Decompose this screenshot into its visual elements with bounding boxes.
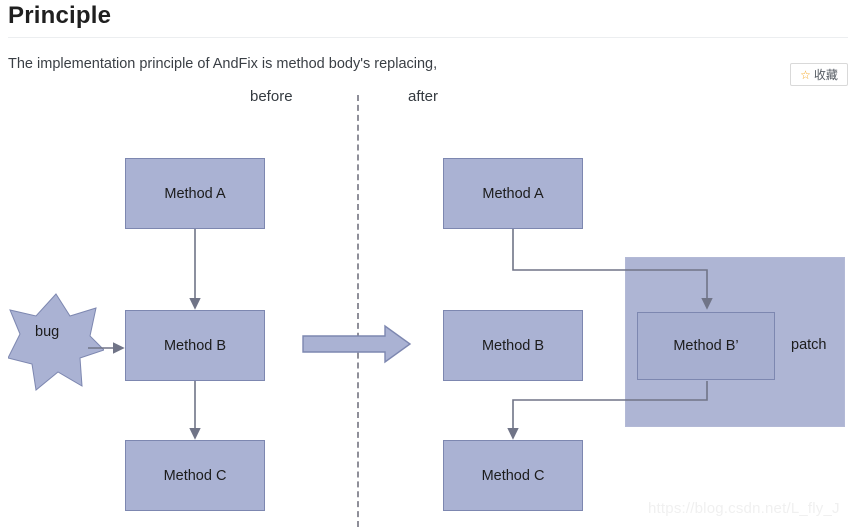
page-title: Principle: [8, 2, 112, 29]
watermark: https://blog.csdn.net/L_fly_J: [648, 500, 840, 517]
before-method-b-box: Method B: [125, 310, 265, 381]
before-method-a-box: Method A: [125, 158, 265, 229]
before-method-c-box: Method C: [125, 440, 265, 511]
after-method-b-prime-box: Method B’: [637, 312, 775, 380]
intro-paragraph: The implementation principle of AndFix i…: [8, 56, 438, 72]
after-label: after: [408, 88, 439, 105]
patch-label: patch: [791, 337, 827, 353]
bug-star-icon: [8, 293, 104, 391]
favorite-button-label: 收藏: [813, 67, 838, 82]
before-label: before: [250, 88, 293, 105]
after-method-b-box: Method B: [443, 310, 583, 381]
before-after-divider: [357, 95, 359, 527]
after-method-a-box: Method A: [443, 158, 583, 229]
bug-label: bug: [35, 324, 60, 340]
star-icon: ☆: [800, 67, 811, 82]
transition-block-arrow: [302, 324, 412, 364]
after-method-c-box: Method C: [443, 440, 583, 511]
favorite-button[interactable]: ☆ 收藏: [790, 63, 848, 86]
title-divider: [8, 37, 848, 38]
